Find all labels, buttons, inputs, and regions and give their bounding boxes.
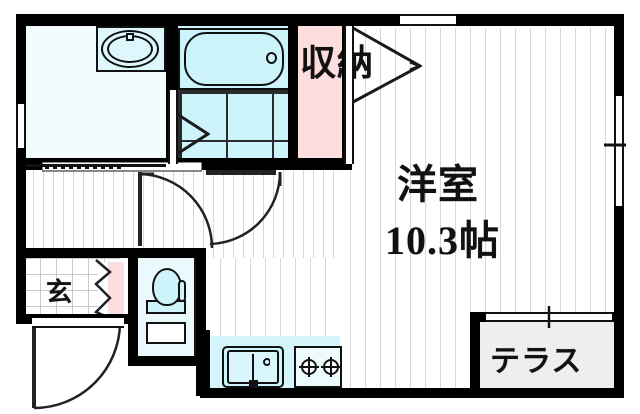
washroom-threshold [26,164,166,167]
room-door-swing-icon[interactable] [206,170,282,248]
wall-west-lower [16,252,26,324]
stove-burner-left-icon [299,357,319,377]
wall-terrace-east [614,312,624,398]
bathtub-drain-icon [266,52,277,64]
corridor-floor [24,168,336,258]
room-door-leaf[interactable] [206,170,276,175]
stove-burner-right-icon [321,357,341,377]
closet-area [296,26,344,164]
washroom-door-swing-icon[interactable] [138,172,214,250]
kitchen-faucet-icon [249,354,270,386]
bath-door-gap[interactable] [168,90,178,164]
closet-door-gap[interactable] [344,26,354,164]
terrace-area [478,322,620,388]
bath-folding-door-icon[interactable] [176,112,210,156]
wall-south-main [200,388,490,398]
washroom-door-leaf[interactable] [138,172,142,246]
toilet-tank [146,322,186,344]
faucet-icon [126,33,134,41]
front-door-swing-icon[interactable] [32,324,122,410]
wall-toilet-east [196,252,206,396]
front-door-threshold [32,318,124,328]
wall-south-terrace [478,388,624,398]
room-window-east-mullion-icon [604,143,626,147]
bathtub [184,32,284,86]
wall-corridor-south-right [142,248,206,258]
genkan-door-icon [94,259,112,320]
washroom-window [16,104,26,148]
main-room-size-label: 10.3帖 [385,218,500,263]
toilet-bowl [152,268,182,306]
room-window-north [400,14,456,26]
room-window-east [614,96,624,206]
terrace-label: テラス [490,345,583,378]
wall-toilet-south [128,356,206,366]
wall-north [16,14,624,26]
shoe-closet-door-gap [98,262,108,314]
front-door-leaf[interactable] [32,324,36,408]
toilet-flush-lever-icon [178,280,186,302]
wall-toilet-west [128,252,138,366]
wall-kitchen-west [196,330,210,396]
closet-folding-door-icon[interactable] [352,26,422,104]
shoe-closet [108,262,124,314]
wall-corridor-south [16,248,142,258]
wall-closet-west [288,14,298,166]
main-room-label: 洋室 [397,162,479,207]
closet-label-line1: 収納 [300,43,375,83]
terrace-door-mullion-icon [547,306,551,328]
wall-terrace-west [470,312,480,398]
closet-label: 収納 [300,43,375,83]
genkan-label: 玄 [46,278,74,307]
